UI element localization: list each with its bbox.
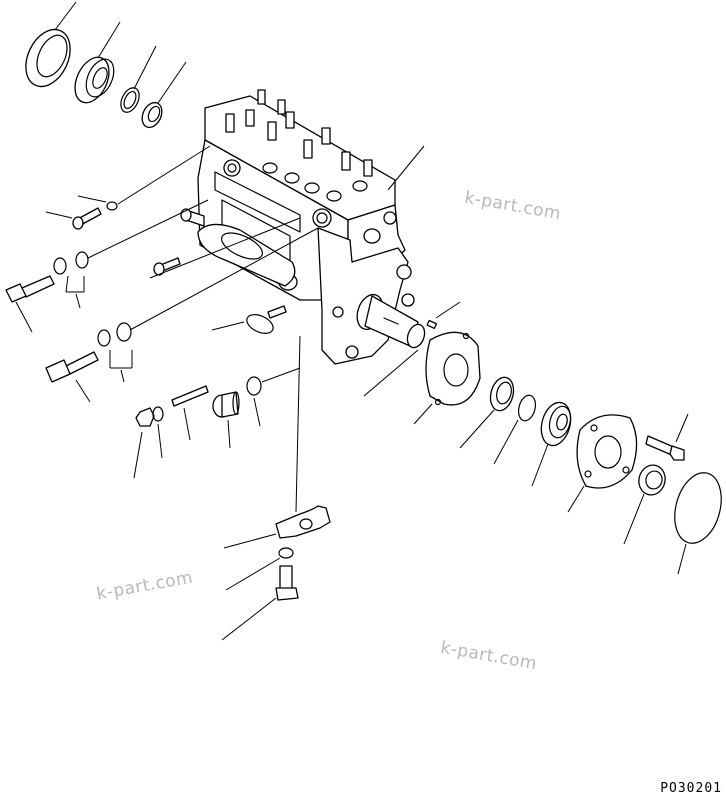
- injection-pump-housing: [197, 89, 426, 365]
- gasket-plate: [363, 331, 481, 425]
- washer-small-3: [246, 367, 301, 427]
- bracket: [223, 505, 331, 549]
- bolt-bottom: [221, 565, 299, 641]
- hollow-screw-1: [5, 275, 55, 333]
- washer-bottom: [225, 547, 294, 591]
- o-ring-1: [211, 314, 274, 334]
- hollow-screw-2: [45, 351, 99, 403]
- oil-seal-right: [459, 376, 515, 449]
- gasket-pair-2: [97, 227, 319, 383]
- screw-small-1: [45, 207, 102, 230]
- tapered-roller-bearing-right: [531, 401, 572, 487]
- washer-small-1: [77, 145, 211, 211]
- o-ring-right: [493, 394, 537, 465]
- stud-bolt-2: [171, 385, 209, 441]
- stud-bolt-1: [267, 305, 287, 319]
- coupling-flange: [567, 414, 638, 513]
- washer-right: [623, 464, 666, 545]
- washer-small-2: [152, 406, 164, 459]
- tapered-roller-bearing-top: [74, 21, 121, 104]
- bolt-right: [645, 413, 689, 461]
- small-seal-top: [141, 61, 187, 129]
- cap-plug: [212, 391, 240, 449]
- key-small: [426, 301, 461, 330]
- shim-ring-top: [120, 45, 157, 113]
- delivery-valve-holders: [225, 89, 373, 202]
- screw-small-2: [149, 217, 301, 279]
- gasket-pair-1: [53, 199, 209, 309]
- o-ring-large-right: [674, 472, 722, 575]
- nut-1: [133, 407, 155, 479]
- drawing-code: PO30201: [660, 781, 722, 796]
- oil-seal-large: [25, 1, 77, 88]
